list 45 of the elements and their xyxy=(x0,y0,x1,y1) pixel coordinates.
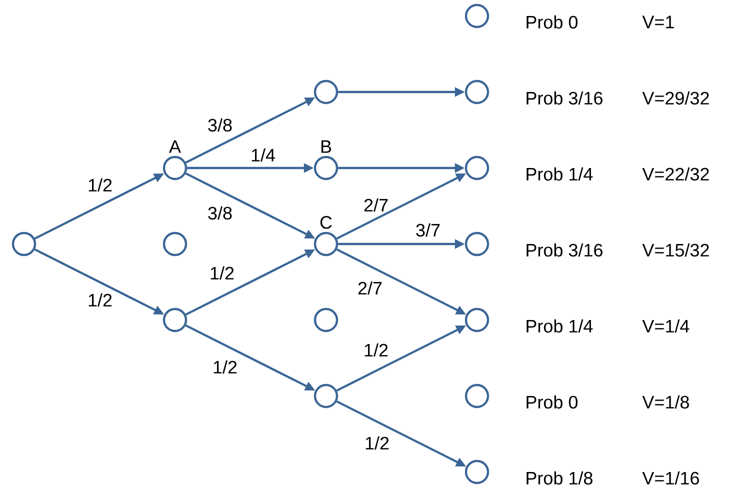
node-caption: V=22/32 xyxy=(642,167,709,181)
edge-label: 1/2 xyxy=(88,293,112,307)
node-caption: V=1/16 xyxy=(642,471,699,485)
tree-node xyxy=(464,232,490,256)
tree-node: C xyxy=(314,216,338,256)
node-label: B xyxy=(321,140,332,153)
node-caption: V=1/8 xyxy=(642,395,689,409)
node-caption: V=15/32 xyxy=(642,243,709,257)
tree-node: B xyxy=(314,140,338,180)
node-caption: V=29/32 xyxy=(642,91,709,105)
tree-node xyxy=(464,384,490,408)
tree-node: A xyxy=(162,140,188,180)
edge-label: 1/4 xyxy=(252,148,275,162)
tree-node xyxy=(464,80,490,104)
edge-label: 1/2 xyxy=(88,178,112,192)
tree-node xyxy=(314,308,338,332)
edge-label: 1/2 xyxy=(210,266,234,280)
edge-label: 3/7 xyxy=(416,223,440,237)
edge-label: 2/7 xyxy=(358,281,382,295)
node-label: C xyxy=(320,216,332,229)
node-caption: Prob 1/4 xyxy=(526,319,593,333)
tree-node xyxy=(464,460,490,484)
tree-node xyxy=(464,4,490,28)
node-caption: V=1/4 xyxy=(642,319,690,333)
node-caption: V=1 xyxy=(642,16,674,28)
node-caption: Prob 3/16 xyxy=(526,91,602,105)
edge-label: 3/8 xyxy=(208,118,232,132)
node-caption: Prob 1/8 xyxy=(526,471,592,485)
tree-node xyxy=(12,232,36,256)
node-label: A xyxy=(169,140,181,153)
tree-node xyxy=(162,308,188,332)
node-caption: Prob 1/4 xyxy=(526,167,593,181)
node-caption: Prob 0 xyxy=(526,15,578,29)
edge-label: 1/2 xyxy=(364,343,388,357)
tree-node xyxy=(464,156,490,180)
edge-label: 3/8 xyxy=(208,206,232,220)
edge-label: 1/2 xyxy=(214,360,237,374)
tree-node xyxy=(314,384,338,408)
edge-label: 1/2 xyxy=(366,436,389,450)
tree-node xyxy=(464,308,490,332)
node-caption: Prob 0 xyxy=(526,395,578,409)
edge-label: 2/7 xyxy=(364,198,388,212)
node-caption: Prob 3/16 xyxy=(526,243,602,257)
tree-node xyxy=(314,80,338,104)
tree-node xyxy=(162,232,188,256)
